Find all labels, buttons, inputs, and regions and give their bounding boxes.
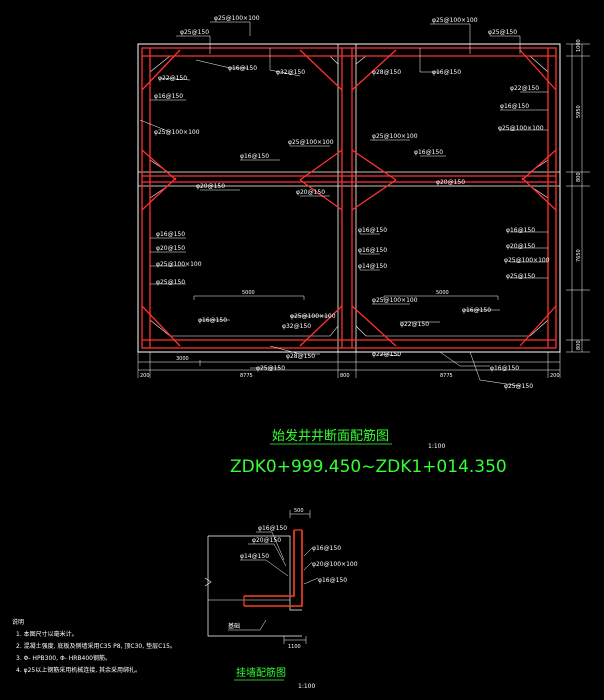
rebar-label-22: φ20@150: [156, 245, 185, 252]
wall-detail: [204, 510, 319, 644]
drawing-title: 始发井井断面配筋图: [272, 428, 389, 444]
right-dim-3: 7650: [576, 249, 582, 262]
rebar-label-11: φ22@150: [510, 85, 539, 92]
rebar-label-10: φ25@100×100: [154, 129, 200, 136]
rebar-label-15: φ25@100×100: [372, 133, 418, 140]
top-dim-0: 800: [100, 8, 110, 14]
bottom-dim-3: 800: [340, 373, 350, 379]
detail-title: 挂墙配筋图: [236, 666, 286, 679]
rebar-label-29: φ16@150: [358, 227, 387, 234]
detail-label-2: φ14@150: [240, 553, 269, 560]
note-4: 4. φ25以上钢筋采用机械连接, 其余采用绑扎。: [16, 666, 141, 674]
rebar-label-23: φ25@100×100: [156, 261, 202, 268]
bottom-dimension-texts: 200 3000 8775 800 8775 200: [140, 356, 560, 379]
detail-dim-bottom: 1100: [288, 644, 301, 650]
bottom-dim-1: 3000: [176, 356, 189, 362]
rebar-label-25: φ16@150: [506, 227, 535, 234]
rebar-annotations: φ25@150 φ25@100×100 φ25@100×100 φ25@150 …: [154, 15, 550, 390]
rebar-label-30: φ16@150: [358, 247, 387, 254]
rebar-label-39: φ25@150: [256, 365, 285, 372]
rebar-label-1: φ25@100×100: [214, 15, 260, 22]
chainage-text: ZDK0+999.450~ZDK1+014.350: [230, 457, 507, 477]
note-1: 1. 本图尺寸以毫米计。: [16, 630, 78, 638]
rebar-label-21: φ16@150: [156, 231, 185, 238]
inner-dim-left: 5000: [242, 290, 255, 296]
right-dim-2: 800: [576, 172, 582, 182]
bottom-dim-4: 8775: [440, 373, 453, 379]
rebar-label-14: φ25@100×100: [288, 139, 334, 146]
right-dim-0: 1000: [576, 39, 582, 52]
rebar-label-37: φ32@150: [282, 323, 311, 330]
detail-label-0: φ16@150: [258, 525, 287, 532]
rebar-label-8: φ22@150: [158, 75, 187, 82]
detail-annotations: 500 1100 φ16@150 φ20@150 φ14@150 φ16@150…: [228, 508, 358, 690]
rebar-label-38: φ28@150: [286, 353, 315, 360]
dimension-lines: [137, 43, 590, 378]
rebar-label-42: φ25@150: [504, 383, 533, 390]
rebar-label-40: φ22@150: [372, 351, 401, 358]
rebar-label-12: φ16@150: [500, 103, 529, 110]
rebar-label-0: φ25@150: [180, 29, 209, 36]
bottom-dim-0: 200: [140, 373, 150, 379]
note-3: 3. Φ- HPB300, Φ- HRB400钢筋。: [16, 654, 111, 662]
rebar-label-3: φ25@150: [488, 29, 517, 36]
rebar-label-5: φ32@150: [276, 69, 305, 76]
right-dim-1: 5950: [576, 105, 582, 118]
detail-label-1: φ20@150: [252, 537, 281, 544]
bottom-dim-2: 8775: [240, 373, 253, 379]
detail-scale: 1:100: [298, 683, 315, 690]
inner-dim-right: 5000: [436, 290, 449, 296]
rebar-label-19: φ20@150: [436, 179, 465, 186]
bottom-dim-5: 200: [550, 373, 560, 379]
rebar-label-24: φ25@150: [156, 279, 185, 286]
drawing-scale: 1:100: [428, 443, 445, 450]
rebar-label-6: φ28@150: [372, 69, 401, 76]
notes: 说明 1. 本图尺寸以毫米计。 2. 混凝土强度, 底板及侧墙采用C35 P8,…: [12, 618, 176, 674]
right-dim-4: 800: [576, 340, 582, 350]
detail-label-6: 基础: [228, 622, 240, 630]
rebar-label-2: φ25@100×100: [432, 17, 478, 24]
note-2: 2. 混凝土强度, 底板及侧墙采用C35 P8, 顶C30, 垫层C15。: [16, 642, 176, 650]
detail-label-4: φ20@100×100: [312, 561, 358, 568]
rebar-label-34: φ16@150: [462, 307, 491, 314]
detail-label-3: φ16@150: [312, 545, 341, 552]
rebar-label-4: φ16@150: [228, 65, 257, 72]
section-outline: [137, 43, 561, 353]
rebar-label-36: φ25@100×100: [290, 313, 336, 320]
rebar-label-7: φ16@150: [432, 69, 461, 76]
rebar-label-16: φ16@150: [240, 153, 269, 160]
detail-label-5: φ16@150: [318, 577, 347, 584]
top-dimension-texts: 800: [100, 8, 110, 14]
rebar-label-18: φ20@150: [196, 183, 225, 190]
notes-heading: 说明: [12, 618, 24, 626]
rebar-label-27: φ25@100×100: [504, 257, 550, 264]
detail-dim-top: 500: [294, 508, 304, 514]
rebar-label-28: φ25@150: [506, 273, 535, 280]
rebar-label-31: φ14@150: [358, 263, 387, 270]
rebar-label-20: φ20@150: [296, 189, 325, 196]
rebar-label-41: φ16@150: [490, 365, 519, 372]
rebar-label-26: φ20@150: [506, 243, 535, 250]
rebar-label-9: φ16@150: [154, 93, 183, 100]
leader-lines: [139, 21, 548, 387]
right-dimension-texts: 1000 5950 800 7650 800: [576, 39, 582, 350]
rebar-label-33: φ22@150: [400, 321, 429, 328]
rebar-label-32: φ25@100×100: [372, 297, 418, 304]
rebar-lines: [141, 47, 557, 349]
rebar-label-13: φ25@100×100: [498, 125, 544, 132]
rebar-label-17: φ16@150: [414, 149, 443, 156]
rebar-label-35: φ16@150: [198, 317, 227, 324]
